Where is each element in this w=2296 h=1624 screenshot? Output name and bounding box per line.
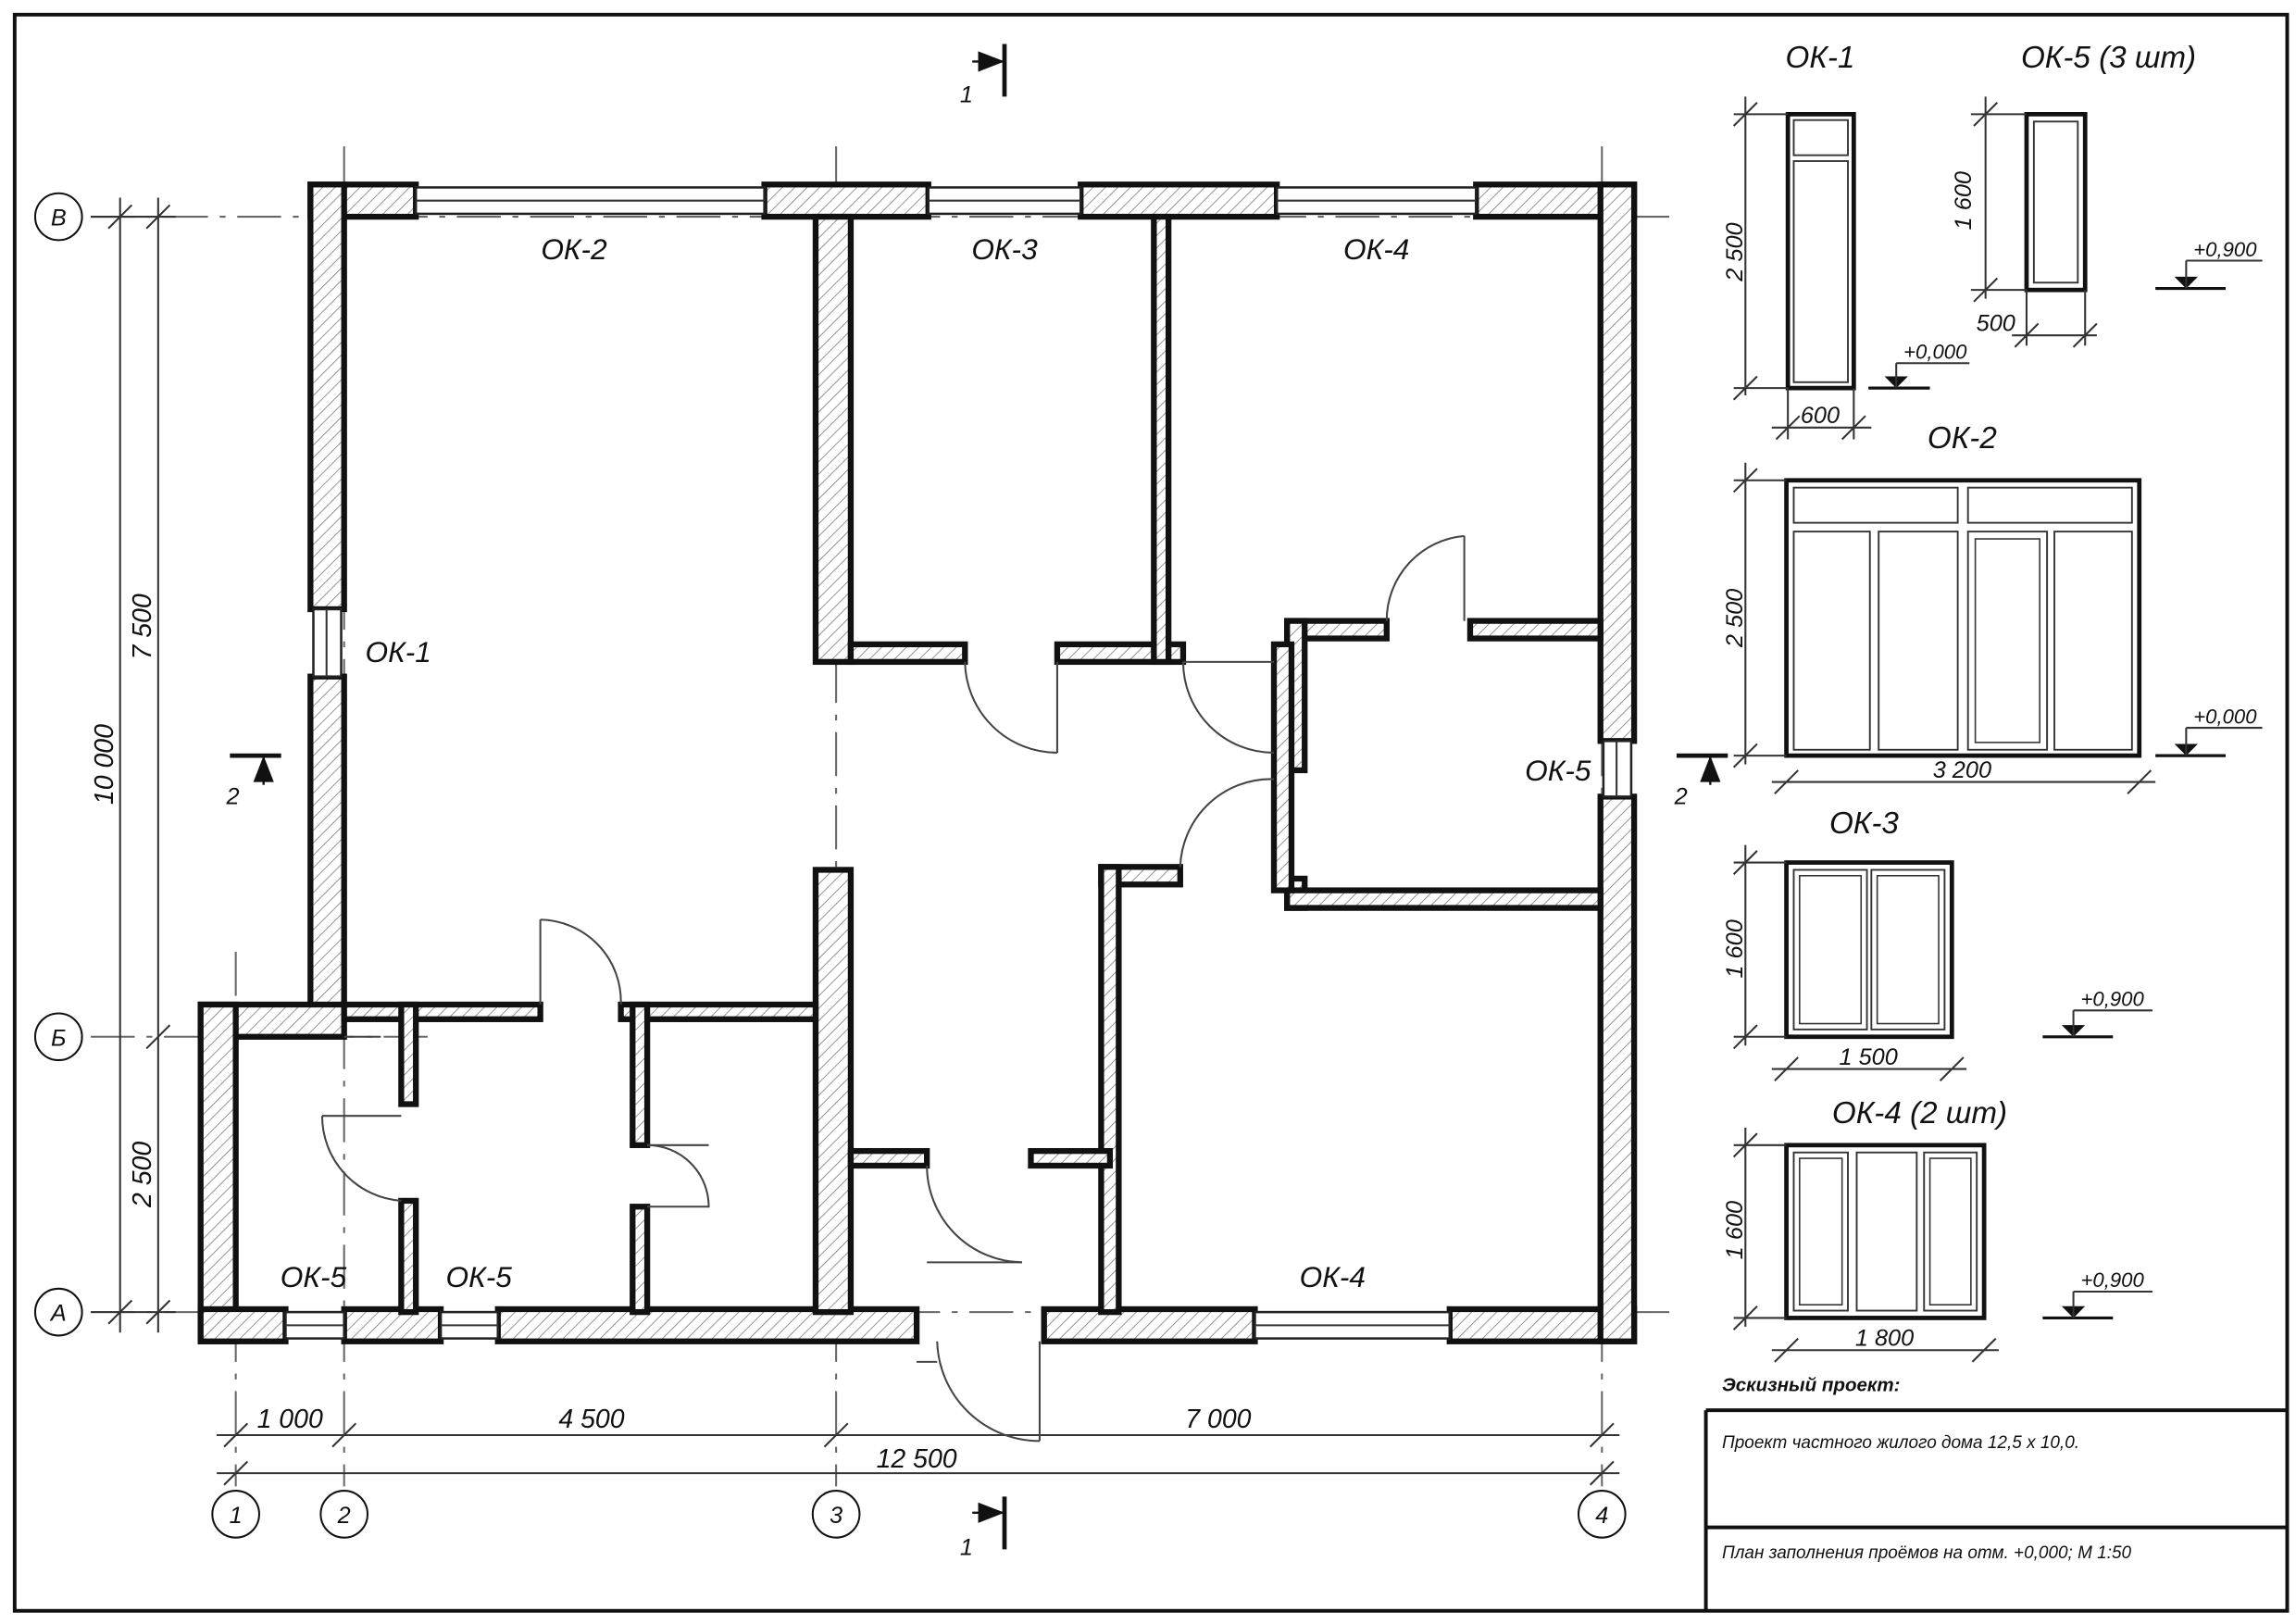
axis-bubble-3: 3	[811, 1490, 861, 1539]
svg-text:500: 500	[1977, 310, 2015, 336]
title-stage: Эскизный проект:	[1722, 1375, 1900, 1396]
elevation-ok2: ОК-2 2 500 3 200 +0,000	[1722, 421, 2263, 794]
svg-text:+0,900: +0,900	[2080, 988, 2144, 1011]
svg-text:1: 1	[230, 1503, 243, 1529]
sheet-frame	[12, 12, 2290, 1613]
svg-text:2: 2	[225, 783, 239, 809]
svg-text:1 800: 1 800	[1855, 1325, 1914, 1351]
svg-text:1 600: 1 600	[1722, 919, 1748, 978]
axis-bubble-1: 1	[211, 1490, 260, 1539]
elevation-ok5: ОК-5 (3 шт) 1 600 500 +0,900	[1951, 41, 2263, 348]
plan-label-ok2: ОК-2	[541, 232, 607, 266]
floor-plan-walls	[197, 181, 1638, 1344]
svg-text:1: 1	[960, 1535, 973, 1561]
dim-7000: 7 000	[1185, 1405, 1251, 1434]
svg-text:Б: Б	[51, 1025, 66, 1051]
svg-text:+0,900: +0,900	[2193, 238, 2257, 261]
svg-text:1 600: 1 600	[1951, 171, 1977, 230]
svg-text:1: 1	[960, 82, 973, 108]
axis-bubble-2: 2	[319, 1490, 369, 1539]
title-block: Эскизный проект: Проект частного жилого …	[1703, 1375, 2288, 1611]
section-mark-2-right: 2	[1674, 753, 1728, 809]
svg-text:1 500: 1 500	[1839, 1044, 1897, 1070]
svg-text:2: 2	[337, 1503, 351, 1529]
plan-label-ok5-right: ОК-5	[1525, 754, 1591, 787]
svg-text:ОК-3: ОК-3	[1829, 806, 1899, 841]
axis-bubble-4: 4	[1577, 1490, 1627, 1539]
dim-4500: 4 500	[558, 1405, 624, 1434]
elevation-ok4: ОК-4 (2 шт) 1 600 1 800 +0,900	[1722, 1096, 2152, 1363]
title-project: Проект частного жилого дома 12,5 х 10,0.	[1722, 1433, 2079, 1453]
dim-12500: 12 500	[877, 1444, 957, 1474]
svg-text:ОК-2: ОК-2	[1928, 421, 1997, 456]
plan-doors	[320, 534, 1466, 1443]
section-mark-1-top: 1	[960, 44, 1007, 108]
svg-text:2 500: 2 500	[1722, 589, 1748, 648]
svg-text:600: 600	[1801, 403, 1840, 429]
svg-text:3: 3	[830, 1503, 842, 1529]
plan-label-ok5-left-a: ОК-5	[281, 1260, 347, 1293]
svg-text:3 200: 3 200	[1933, 757, 1991, 783]
dim-1000: 1 000	[257, 1405, 323, 1434]
svg-text:ОК-1: ОК-1	[1785, 41, 1854, 75]
elevation-ok3: ОК-3 1 600 1 500 +0,900	[1722, 806, 2152, 1081]
axis-bubble-a: А	[33, 1287, 83, 1337]
dim-10000: 10 000	[90, 724, 119, 805]
svg-text:1 600: 1 600	[1722, 1201, 1748, 1259]
title-sheet: План заполнения проёмов на отм. +0,000; …	[1722, 1543, 2132, 1563]
elevation-ok1: ОК-1 2 500 600 +0,000	[1722, 41, 1970, 441]
dimension-left: 10 000 7 500 2 500	[90, 197, 176, 1333]
svg-text:В: В	[51, 206, 67, 231]
svg-text:2 500: 2 500	[1722, 222, 1748, 281]
plan-label-ok4-bottom: ОК-4	[1300, 1260, 1366, 1293]
plan-label-ok3: ОК-3	[971, 232, 1038, 266]
dim-2500: 2 500	[128, 1142, 157, 1208]
plan-label-ok1: ОК-1	[366, 635, 431, 668]
axis-bubble-b: Б	[33, 1012, 83, 1062]
axis-bubble-v: В	[33, 192, 83, 242]
svg-text:ОК-5 (3 шт): ОК-5 (3 шт)	[2021, 41, 2196, 75]
plan-label-ok4-top: ОК-4	[1343, 232, 1409, 266]
svg-text:А: А	[49, 1301, 67, 1327]
svg-text:+0,900: +0,900	[2080, 1268, 2144, 1292]
plan-windows	[284, 186, 1633, 1340]
svg-text:+0,000: +0,000	[1903, 340, 1967, 363]
section-mark-2-left: 2	[225, 753, 281, 809]
section-mark-1-bottom: 1	[960, 1496, 1007, 1561]
svg-text:4: 4	[1595, 1503, 1608, 1529]
dim-7500: 7 500	[128, 593, 157, 659]
plan-label-ok5-left-b: ОК-5	[446, 1260, 513, 1293]
svg-text:ОК-4 (2 шт): ОК-4 (2 шт)	[1832, 1096, 2007, 1131]
dimension-bottom: 1 000 4 500 7 000 12 500	[217, 1405, 1620, 1486]
svg-text:2: 2	[1674, 783, 1688, 809]
svg-text:+0,000: +0,000	[2193, 705, 2257, 728]
